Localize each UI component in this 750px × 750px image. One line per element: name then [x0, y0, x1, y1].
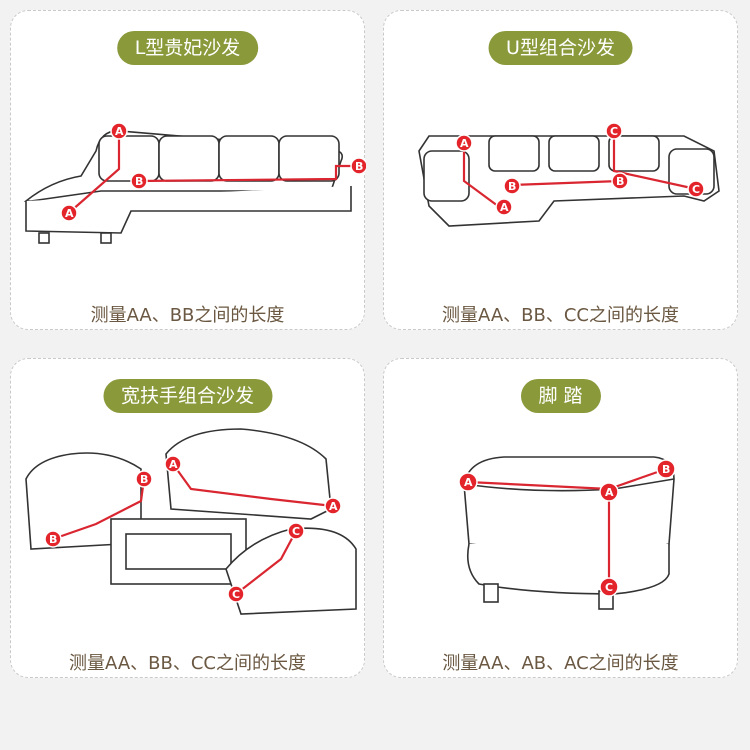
svg-text:B: B [662, 463, 670, 476]
svg-text:C: C [692, 183, 700, 196]
svg-text:A: A [460, 137, 469, 150]
card-title: U型组合沙发 [488, 31, 633, 65]
svg-text:B: B [508, 180, 516, 193]
svg-text:A: A [65, 207, 74, 220]
marker-b-right: B [656, 459, 676, 479]
marker-b-right: B [350, 157, 366, 175]
marker-b-left: B [130, 172, 148, 190]
card-title: L型贵妃沙发 [116, 31, 259, 65]
wide-arm-sofa-illustration: B B A A C C [25, 428, 357, 615]
marker-a-bottom: A [495, 198, 513, 216]
svg-text:A: A [464, 476, 473, 489]
svg-text:C: C [292, 525, 300, 538]
marker-a-top: A [110, 122, 128, 140]
svg-text:B: B [616, 175, 624, 188]
marker-b-right: B [135, 470, 153, 488]
marker-b-left: B [44, 530, 62, 548]
svg-text:A: A [329, 500, 338, 513]
marker-c-right: C [687, 180, 705, 198]
svg-text:B: B [355, 160, 363, 173]
u-sofa-illustration: A A B B C C [418, 122, 720, 227]
svg-text:A: A [500, 201, 509, 214]
marker-c-top: C [605, 122, 623, 140]
l-sofa-illustration: A A B B [23, 122, 366, 244]
marker-b-right: B [611, 172, 629, 190]
marker-a-top: A [455, 134, 473, 152]
card-title: 宽扶手组合沙发 [102, 379, 273, 413]
card-title: 脚 踏 [520, 379, 601, 413]
marker-a-right: A [324, 497, 342, 515]
card-u-shape-sofa: U型组合沙发 A A B B C C 测量AA、BB、CC之间的长度 [383, 10, 738, 330]
marker-a-left: A [458, 472, 478, 492]
marker-c-bottom: C [227, 585, 245, 603]
svg-text:C: C [232, 588, 240, 601]
card-l-shape-sofa: L型贵妃沙发 A A B B 测量AA、BB之间的长度 [10, 10, 366, 330]
card-caption: 测量AA、BB、CC之间的长度 [442, 305, 679, 326]
card-wide-arm-sofa: 宽扶手组合沙发 B B A A C C 测量AA、BB、CC之间的长度 [10, 358, 365, 678]
card-footstool: 脚 踏 A A B C 测量AA、AB、AC之间的长度 [383, 358, 738, 678]
card-caption: 测量AA、AB、AC之间的长度 [442, 653, 679, 674]
svg-text:A: A [605, 486, 614, 499]
marker-b-left: B [503, 177, 521, 195]
svg-text:A: A [169, 458, 178, 471]
svg-text:C: C [610, 125, 618, 138]
marker-a-bottom: A [60, 204, 78, 222]
svg-text:B: B [140, 473, 148, 486]
footstool-illustration: A A B C [458, 456, 676, 610]
svg-text:C: C [605, 581, 613, 594]
card-caption: 测量AA、BB之间的长度 [90, 305, 285, 326]
svg-text:B: B [49, 533, 57, 546]
marker-c-top: C [287, 522, 305, 540]
marker-a-left: A [164, 455, 182, 473]
marker-a-center: A [599, 482, 619, 502]
svg-text:A: A [115, 125, 124, 138]
marker-c-bottom: C [599, 577, 619, 597]
svg-text:B: B [135, 175, 143, 188]
card-caption: 测量AA、BB、CC之间的长度 [69, 653, 306, 674]
